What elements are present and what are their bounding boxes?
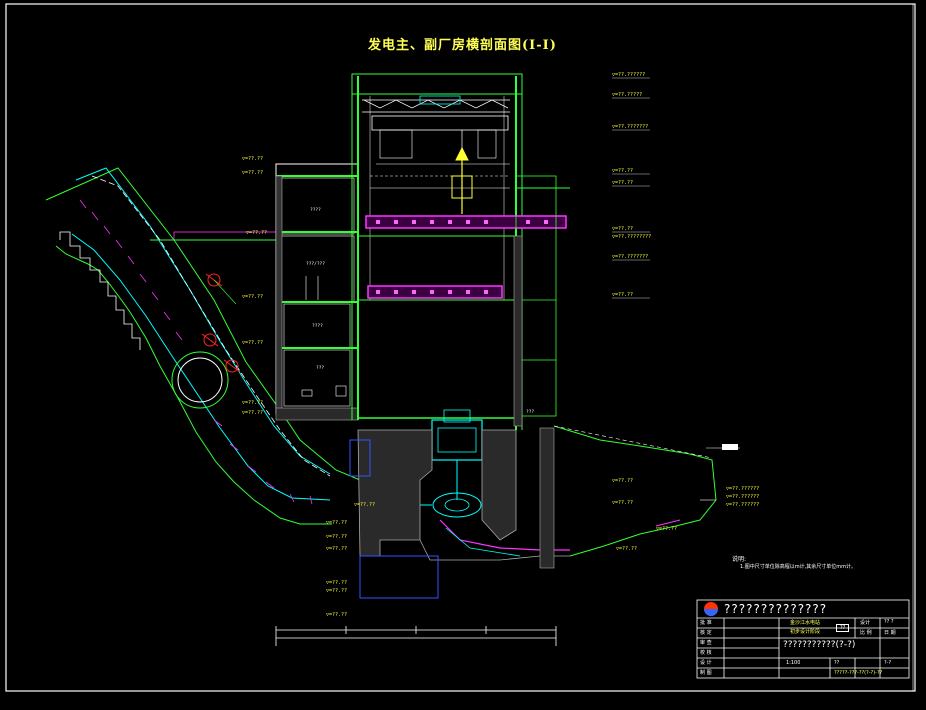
room-label: ??? [316, 366, 325, 371]
tb-row-label: 审 查 [700, 640, 712, 646]
level-label: ▽=??.?? [242, 170, 264, 176]
level-label: ▽=??.????? [612, 92, 643, 98]
scale-bar [275, 626, 557, 646]
design-stage: 初步设计阶段 [790, 629, 821, 635]
level-label: ▽=??.?????? [726, 502, 760, 508]
tb-row-label: 批 准 [700, 620, 712, 626]
level-label: ▽=??.?????? [726, 486, 760, 492]
level-label: ▽=??.?? [656, 526, 678, 532]
level-label: ▽=??.?? [242, 410, 264, 416]
level-label: ▽=??.?? [326, 588, 348, 594]
level-label: ▽=??.?? [242, 400, 264, 406]
main-powerhouse [349, 73, 570, 599]
level-label: ▽=??.?? [612, 226, 634, 232]
auxiliary-powerhouse [275, 163, 359, 421]
level-label: ▽=??.?? [326, 580, 348, 586]
tailrace-ground [553, 425, 740, 557]
level-label: ▽=??.??????? [612, 254, 649, 260]
level-label: ▽=??.?? [326, 520, 348, 526]
level-label: ▽=??.?? [612, 478, 634, 484]
tb-cell: ?? ? [884, 619, 894, 625]
level-label: ▽=??.?????? [612, 72, 646, 78]
level-label: ▽=??.??????? [612, 124, 649, 130]
project-name: 金沙江水电站 [790, 620, 821, 626]
elevation-leaders [612, 77, 650, 299]
penstock-tunnel [45, 167, 361, 525]
company-logo [704, 602, 718, 616]
level-label: ▽=??.?? [246, 230, 268, 236]
tb-row-label: 制 图 [700, 670, 712, 676]
level-label: ▽=??.?? [616, 546, 638, 552]
level-label: ▽=??.?? [612, 180, 634, 186]
room-label: ???? [312, 324, 323, 329]
room-label: ???/??? [306, 262, 325, 267]
level-label: ▽=??.?? [242, 340, 264, 346]
tag-box: ?? [836, 624, 850, 632]
drawing-number: ?????-???-??(?-?)-?? [834, 670, 883, 676]
sheet-border [5, 3, 916, 692]
drawing-name: ???????????(?-?) [783, 640, 856, 650]
company-name: ?????????????? [724, 602, 828, 616]
level-label: ▽=??.?? [242, 294, 264, 300]
level-label: ▽=??.?? [612, 168, 634, 174]
level-label: ▽=??.?? [242, 156, 264, 162]
level-label: ▽=??.?? [326, 612, 348, 618]
tb-cell: ?? [834, 660, 840, 666]
level-label: ▽=??.?????? [726, 494, 760, 500]
level-label: ▽=??.?? [326, 534, 348, 540]
level-label: ▽=??.?? [612, 500, 634, 506]
room-label: ??? [526, 410, 535, 415]
tb-cell: 设计 [860, 620, 871, 626]
level-label: ▽=??.?? [326, 546, 348, 552]
tb-cell: 比 例 [860, 630, 872, 636]
notes-line: 1.图中尺寸单位除高程以m计,其余尺寸单位mm计。 [740, 564, 856, 570]
tb-row-label: 校 核 [700, 650, 712, 656]
tb-cell: ?-? [884, 660, 892, 666]
drawing-title: 发电主、副厂房横剖面图(Ⅰ-Ⅰ) [368, 38, 557, 53]
room-label: ???? [310, 208, 321, 213]
notes-heading: 说明: [732, 556, 747, 563]
level-label: ▽=??.?? [612, 292, 634, 298]
level-label: ▽=??.???????? [612, 234, 652, 240]
tb-row-label: 设 计 [700, 660, 712, 666]
level-label: ▽=??.?? [354, 502, 376, 508]
title-block-frame [696, 599, 910, 679]
tb-cell: 日 期 [884, 630, 896, 636]
tb-row-label: 核 定 [700, 630, 712, 636]
tb-cell: 1:100 [786, 660, 801, 666]
